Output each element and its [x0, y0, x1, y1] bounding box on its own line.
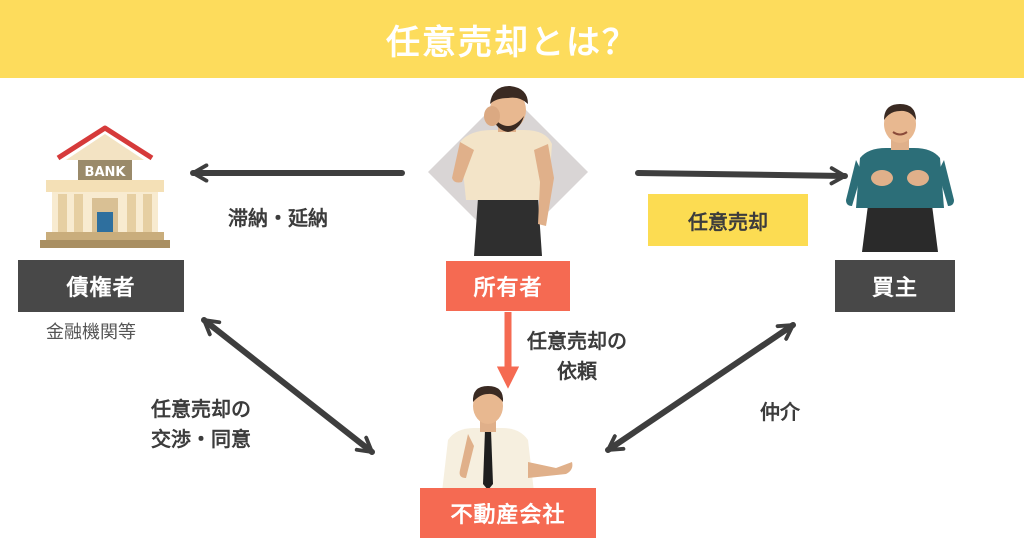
arrow-owner-to-buyer: [635, 166, 848, 186]
page-title: 任意売却とは？: [386, 22, 638, 63]
request-line-1: 任意売却の: [527, 329, 627, 353]
voluntary-sale-text: 任意売却: [688, 209, 768, 234]
arrow-agency-buyer: [605, 322, 796, 453]
title-banner: 任意売却とは？: [0, 0, 1024, 78]
creditor-label: 債権者: [18, 260, 184, 312]
arrow-label-request: 任意売却の 依頼: [516, 326, 638, 386]
arrow-label-overdue: 滞納・延納: [228, 206, 328, 230]
arrow-label-brokerage: 仲介: [760, 400, 800, 424]
arrow-label-voluntary-sale: 任意売却: [648, 194, 808, 246]
owner-label-text: 所有者: [473, 276, 543, 301]
agency-label-text: 不動産会社: [450, 503, 566, 528]
bank-icon: BANK: [40, 125, 170, 248]
owner-label: 所有者: [446, 261, 570, 311]
bank-sign: BANK: [85, 165, 127, 180]
negotiation-line-2: 交渉・同意: [151, 427, 251, 451]
arrow-creditor-agency: [201, 317, 375, 455]
creditor-subtitle: 金融機関等: [46, 322, 136, 343]
arrow-label-negotiation: 任意売却の 交渉・同意: [126, 394, 276, 454]
buyer-man-icon: [846, 104, 954, 252]
creditor-label-text: 債権者: [66, 276, 136, 301]
negotiation-line-1: 任意売却の: [151, 397, 251, 421]
buyer-label: 買主: [835, 260, 955, 312]
request-line-2: 依頼: [557, 359, 597, 383]
agent-man-icon: [442, 386, 573, 492]
buyer-label-text: 買主: [871, 276, 918, 301]
agency-label: 不動産会社: [420, 488, 596, 538]
worried-man-icon: [428, 86, 588, 256]
